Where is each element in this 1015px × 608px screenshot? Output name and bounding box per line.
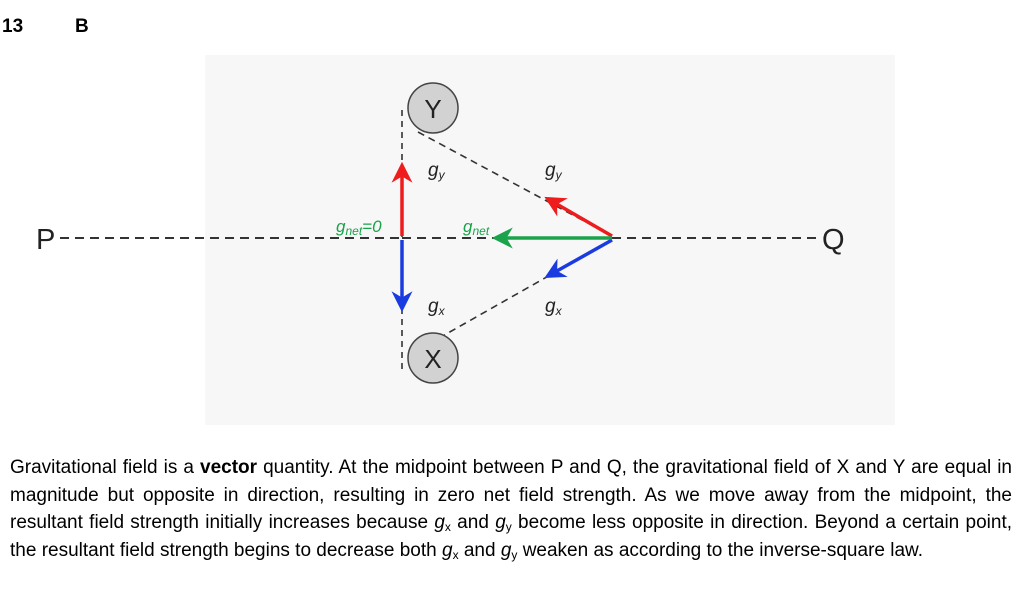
question-number: 13 xyxy=(2,16,24,37)
field-diagram: Y X P Q gy gx gnet=0 gy gx gnet xyxy=(36,55,895,425)
explanation-paragraph: Gravitational field is a vector quantity… xyxy=(10,457,1013,562)
scan-background xyxy=(205,55,895,425)
answer-letter: B xyxy=(75,16,89,37)
gx-label-right: gx xyxy=(545,296,563,318)
gnet-zero-label: gnet=0 xyxy=(336,217,382,238)
gy-arrow-right xyxy=(544,196,613,238)
mass-x-label: X xyxy=(424,344,441,374)
gy-label-left: gy xyxy=(428,160,446,182)
mass-y-label: Y xyxy=(424,94,441,124)
mass-y xyxy=(407,82,459,134)
gx-arrow-right xyxy=(544,238,613,279)
point-p-label: P xyxy=(36,224,55,256)
gx-label-left: gx xyxy=(428,296,446,318)
point-q-label: Q xyxy=(822,224,845,256)
gy-label-right: gy xyxy=(545,160,563,182)
mass-x xyxy=(407,332,459,384)
gnet-label-right: gnet xyxy=(463,217,490,238)
